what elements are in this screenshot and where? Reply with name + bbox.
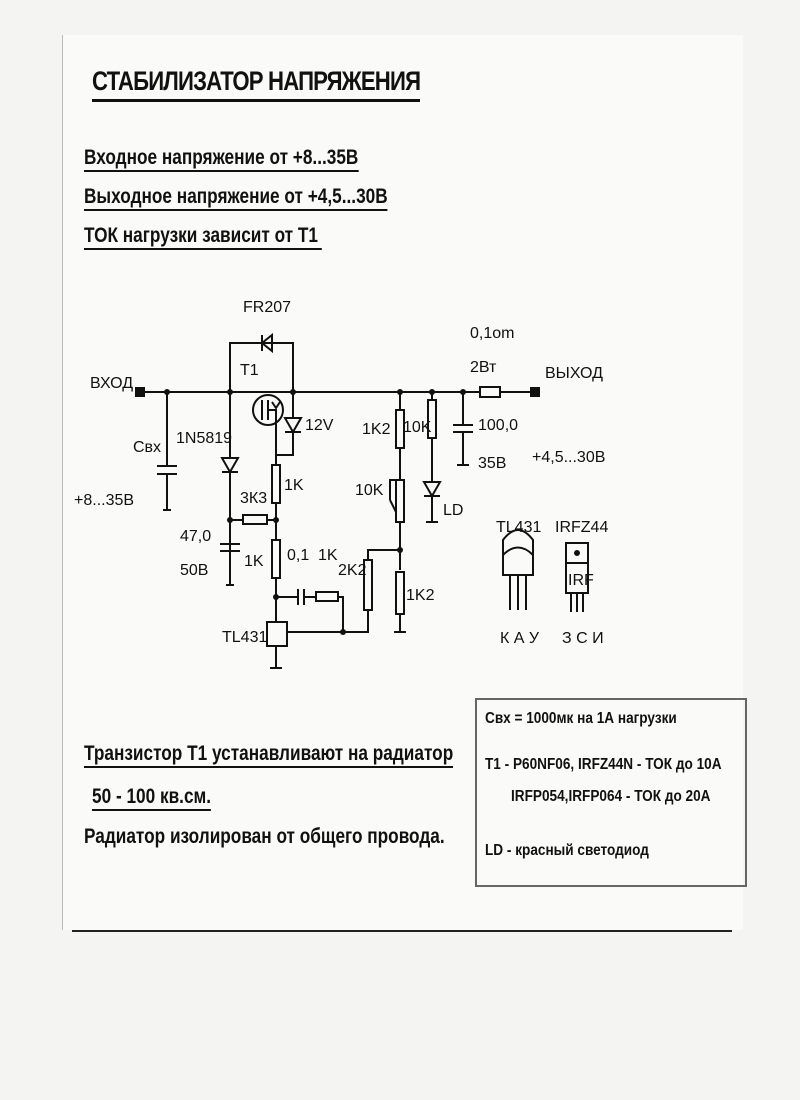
r-1k-b-label: 1K <box>244 553 264 570</box>
led-diode <box>422 392 442 523</box>
r-10k-label: 10K <box>403 419 432 436</box>
tl431-label: TL431 <box>222 629 267 646</box>
note-heatsink-area: 50 - 100 кв.см. <box>92 785 212 811</box>
info-t1-10a: Т1 - P60NF06, IRFZ44N - ТОК до 10А <box>485 756 722 773</box>
r-3k3-label: 3К3 <box>240 490 267 507</box>
circuit-schematic: ВХОД +8...35В ВЫХОД +4,5...30В Свх 1N581… <box>74 299 608 669</box>
shunt-power: 2Вт <box>470 359 497 376</box>
input-terminal <box>135 387 145 397</box>
input-range: +8...35В <box>74 492 134 509</box>
note-isolated: Радиатор изолирован от общего провода. <box>84 825 445 848</box>
input-label: ВХОД <box>90 375 133 392</box>
irfz44-pins: З С И <box>562 630 604 647</box>
c1-voltage: 50В <box>180 562 208 579</box>
c-01-capacitor <box>276 589 316 605</box>
note-heatsink: Транзистор Т1 устанавливают на радиатор <box>84 742 454 768</box>
pot-10k-label: 10K <box>355 482 384 499</box>
c-out-voltage: 35В <box>478 455 506 472</box>
r-1k2-bot-label: 1K2 <box>406 587 435 604</box>
output-label: ВЫХОД <box>545 365 603 382</box>
r-1k-a-resistor <box>271 464 281 504</box>
r-1k-a-label: 1K <box>284 477 304 494</box>
r-1k-c-resistor <box>315 591 339 602</box>
divider-line <box>72 930 732 932</box>
tl431-pinout-label: TL431 <box>496 519 541 536</box>
page-title: СТАБИЛИЗАТОР НАПРЯЖЕНИЯ <box>92 66 421 102</box>
spec-input-voltage: Входное напряжение от +8...35В <box>84 146 359 172</box>
document-sheet <box>62 35 743 930</box>
info-t1-20a: IRFP054,IRFP064 - ТОК до 20А <box>511 788 711 805</box>
c-01-label: 0,1 <box>287 547 309 564</box>
cin-capacitor <box>157 392 177 511</box>
r-1k2-top-label: 1K2 <box>362 421 391 438</box>
r-3k3-resistor <box>242 514 268 525</box>
info-led: LD - красный светодиод <box>485 842 649 859</box>
spec-output-voltage: Выходное напряжение от +4,5...30В <box>84 185 388 211</box>
c1-value: 47,0 <box>180 528 211 545</box>
tl431-regulator <box>266 621 288 647</box>
r-1k-b-resistor <box>271 539 281 579</box>
tl431-pinout <box>502 529 534 610</box>
spec-load-current: ТОК нагрузки зависит от Т1 <box>84 224 322 250</box>
pot-10k <box>395 479 405 523</box>
r-2k2-label: 2K2 <box>338 562 367 579</box>
irfz44-marking: IRF <box>568 572 594 589</box>
info-box: Свх = 1000мк на 1А нагрузки Т1 - P60NF06… <box>475 698 747 887</box>
cin-label: Свх <box>133 439 161 456</box>
t1-label: Т1 <box>240 362 259 379</box>
zener-diode <box>276 392 303 456</box>
fr207-label: FR207 <box>243 299 291 316</box>
output-range: +4,5...30В <box>532 449 605 466</box>
c-out-capacitor <box>453 392 473 466</box>
junction-dots <box>164 389 466 635</box>
info-cin: Свх = 1000мк на 1А нагрузки <box>485 710 677 727</box>
led-label: LD <box>443 502 463 519</box>
tl431-pins: К А У <box>500 630 540 647</box>
zener-label: 12V <box>305 417 334 434</box>
c1-capacitor <box>220 543 240 586</box>
irfz44-pinout-label: IRFZ44 <box>555 519 608 536</box>
d1-diode <box>220 392 240 585</box>
r-1k-c-label: 1K <box>318 547 338 564</box>
shunt-value: 0,1om <box>470 325 514 342</box>
fr207-diode <box>229 332 294 392</box>
c-out-value: 100,0 <box>478 417 518 434</box>
r-1k2-bot-resistor <box>395 571 405 615</box>
output-terminal <box>530 387 540 397</box>
t1-mosfet <box>252 394 284 426</box>
irfz44-pinout <box>565 542 589 612</box>
d1-label: 1N5819 <box>176 430 232 447</box>
shunt-resistor <box>479 386 501 398</box>
